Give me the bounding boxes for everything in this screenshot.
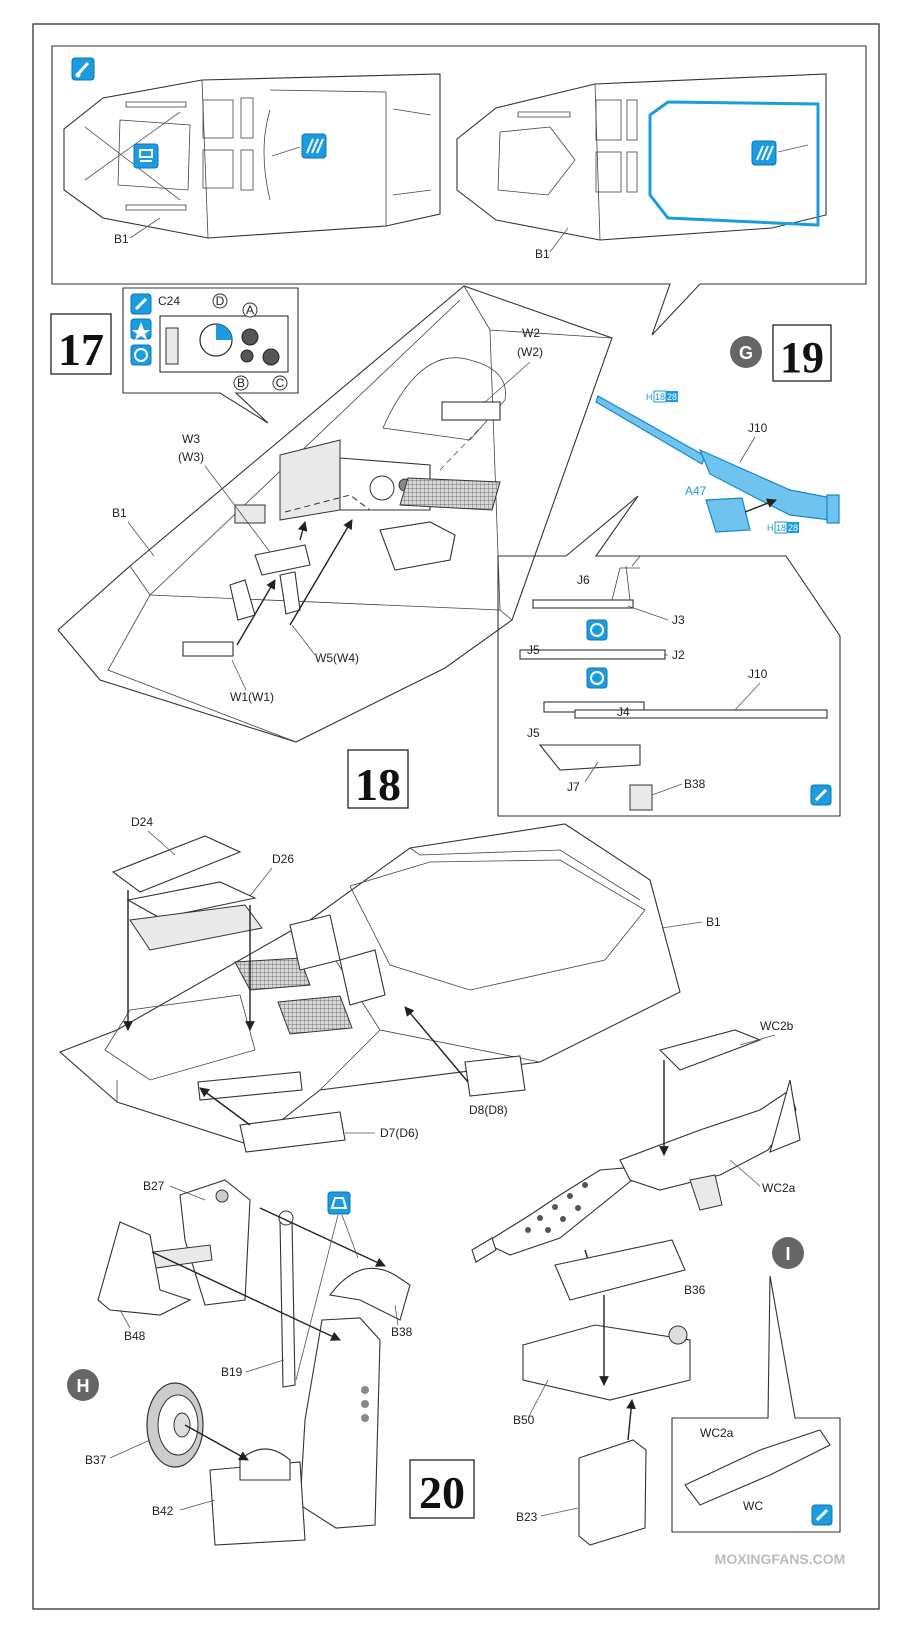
- step-number-17: 17: [50, 313, 112, 375]
- flip-icon: [130, 344, 152, 366]
- label-b1-step20: B1: [706, 915, 721, 929]
- label-j2: J2: [672, 648, 685, 662]
- label-w1: W1(W1): [230, 690, 274, 704]
- top-detail-box: B1 B1: [51, 45, 867, 336]
- label-d7: D7(D6): [380, 1126, 419, 1140]
- step-number-20: 20: [409, 1459, 475, 1519]
- label-j6: J6: [577, 573, 590, 587]
- panel-callout-frame: [122, 287, 299, 424]
- svg-text:28: 28: [788, 523, 798, 533]
- label-wc2b: WC2b: [760, 1019, 794, 1033]
- step-number-18: 18: [347, 749, 409, 810]
- marker-h: H: [67, 1369, 99, 1401]
- label-j10: J10: [748, 667, 768, 681]
- elevation-gear-assembly: [97, 1179, 411, 1546]
- svg-text:20: 20: [419, 1467, 465, 1518]
- svg-text:19: 19: [780, 333, 824, 382]
- svg-text:H: H: [767, 523, 774, 533]
- glue-icon: [295, 1191, 359, 1381]
- label-b37: B37: [85, 1453, 107, 1467]
- decal-icon: [133, 143, 159, 169]
- flip-icon-3: [586, 667, 608, 689]
- gun-mount: [522, 1239, 691, 1546]
- hull-panel-left: [63, 73, 441, 239]
- label-b38-gun: B38: [684, 777, 706, 791]
- label-w2: W2: [522, 326, 540, 340]
- svg-text:18: 18: [776, 523, 786, 533]
- svg-text:28: 28: [667, 392, 677, 402]
- star-icon: [130, 318, 152, 340]
- svg-text:18: 18: [355, 759, 401, 810]
- gun-assembly-box: J6 J3 J5 J2 J4 J10 J5 J7 B38: [497, 495, 841, 817]
- step-number-19: 19: [772, 324, 832, 382]
- label-w5: W5(W4): [315, 651, 359, 665]
- label-b19: B19: [221, 1365, 243, 1379]
- label-b1-right: B1: [535, 247, 550, 261]
- label-b42: B42: [152, 1504, 174, 1518]
- svg-text:D: D: [216, 294, 225, 308]
- label-c24: C24: [158, 294, 180, 308]
- label-d24: D24: [131, 815, 153, 829]
- paint-icon-4: [811, 1504, 833, 1526]
- page-frame: [32, 23, 880, 1610]
- svg-text:H: H: [646, 392, 653, 402]
- flip-icon-2: [586, 619, 608, 641]
- label-j7: J7: [567, 780, 580, 794]
- label-w2-alt: (W2): [517, 345, 543, 359]
- label-d8: D8(D8): [469, 1103, 508, 1117]
- gun-j10-top: H 18 28 H 18 28 J10 A47: [595, 390, 840, 534]
- label-w3-alt: (W3): [178, 450, 204, 464]
- svg-text:C: C: [276, 376, 285, 390]
- svg-text:H: H: [77, 1376, 90, 1396]
- label-b27: B27: [143, 1179, 165, 1193]
- label-j5-a: J5: [527, 643, 540, 657]
- paint-area-outline: [648, 100, 820, 227]
- marker-i: I: [772, 1237, 804, 1269]
- label-b1: B1: [114, 232, 129, 246]
- decal-stripe-icon: [271, 133, 327, 159]
- svg-text:A: A: [246, 303, 254, 317]
- label-b38: B38: [391, 1325, 413, 1339]
- label-b1-step18: B1: [112, 506, 127, 520]
- svg-text:B: B: [237, 376, 245, 390]
- svg-text:I: I: [785, 1244, 790, 1264]
- label-j5-b: J5: [527, 726, 540, 740]
- label-b50: B50: [513, 1413, 535, 1427]
- top-callout-frame: [51, 45, 867, 336]
- paint-icon-2: [130, 293, 152, 315]
- upper-hull-step20: [58, 823, 681, 1146]
- label-w3: W3: [182, 432, 200, 446]
- label-wc-inset: WC: [743, 1499, 763, 1513]
- svg-text:18: 18: [655, 392, 665, 402]
- instrument-panel-detail: C24 D A B C: [122, 287, 299, 424]
- label-wc2a: WC2a: [762, 1181, 796, 1195]
- label-j10-top: J10: [748, 421, 768, 435]
- hatch-parts: [111, 835, 346, 1153]
- decal-stripe-icon-right: [751, 140, 809, 166]
- paint-icon-3: [810, 784, 832, 806]
- label-j3: J3: [672, 613, 685, 627]
- label-b48: B48: [124, 1329, 146, 1343]
- label-d26: D26: [272, 852, 294, 866]
- label-b23: B23: [516, 1510, 538, 1524]
- label-a47: A47: [685, 484, 707, 498]
- part-tag-h18-28-b: H 18 28: [767, 521, 799, 534]
- marker-g: G: [730, 336, 762, 368]
- svg-text:G: G: [739, 343, 753, 363]
- hull-panel-right: [456, 73, 827, 241]
- machine-gun-wc2: [471, 1029, 801, 1263]
- paint-icon: [71, 57, 95, 81]
- part-tag-h18-28-a: H 18 28: [646, 390, 678, 403]
- svg-text:17: 17: [58, 324, 104, 375]
- label-j4: J4: [617, 705, 630, 719]
- label-b36: B36: [684, 1283, 706, 1297]
- label-wc2a-inset: WC2a: [700, 1426, 734, 1440]
- hull-interior-step17: [57, 285, 613, 743]
- watermark: MOXINGFANS.COM: [715, 1551, 846, 1567]
- inset-detail-box: WC2a WC: [671, 1275, 841, 1533]
